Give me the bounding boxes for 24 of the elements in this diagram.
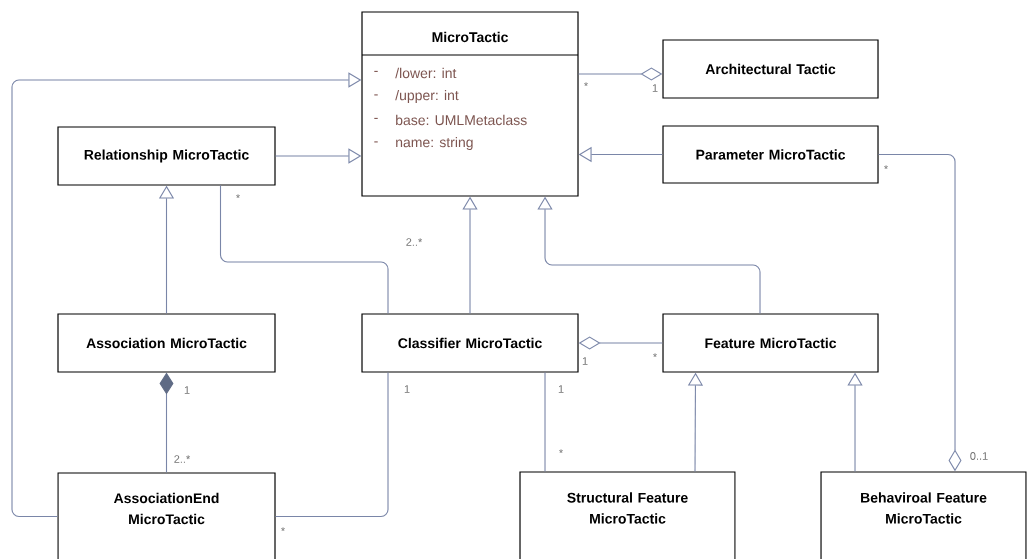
multiplicity-label: 0..1 bbox=[970, 452, 988, 460]
multiplicity-label: 1 bbox=[184, 386, 190, 394]
class-box: Architectural Tactic bbox=[662, 39, 879, 99]
multiplicity-label: 2..* bbox=[406, 238, 423, 246]
multiplicity-label: 2..* bbox=[174, 455, 191, 463]
multiplicity-label: * bbox=[584, 82, 588, 87]
class-box: Association MicroTactic bbox=[57, 313, 276, 373]
class-box: Relationship MicroTactic bbox=[57, 126, 276, 186]
class-box: MicroTactic - /lower: int - /upper: int - base: UMLMetaclass - name: string bbox=[361, 11, 579, 197]
association-line bbox=[544, 372, 546, 472]
multiplicity-label: 1 bbox=[558, 385, 564, 393]
class-box: Parameter MicroTactic bbox=[662, 125, 879, 184]
class-box: Behaviroal Feature MicroTactic bbox=[820, 471, 1027, 559]
multiplicity-label: 1 bbox=[404, 385, 410, 393]
multiplicity-label: * bbox=[653, 353, 657, 358]
class-box: AssociationEnd MicroTactic bbox=[57, 472, 276, 559]
multiplicity-label: * bbox=[559, 449, 563, 454]
multiplicity-label: * bbox=[281, 527, 285, 532]
class-box: Feature MicroTactic bbox=[662, 313, 879, 373]
association-line bbox=[275, 372, 389, 518]
multiplicity-label: * bbox=[884, 165, 888, 170]
association-line bbox=[219, 185, 389, 314]
class-box: Classifier MicroTactic bbox=[361, 313, 579, 373]
class-box: Structural Feature MicroTactic bbox=[519, 471, 736, 559]
